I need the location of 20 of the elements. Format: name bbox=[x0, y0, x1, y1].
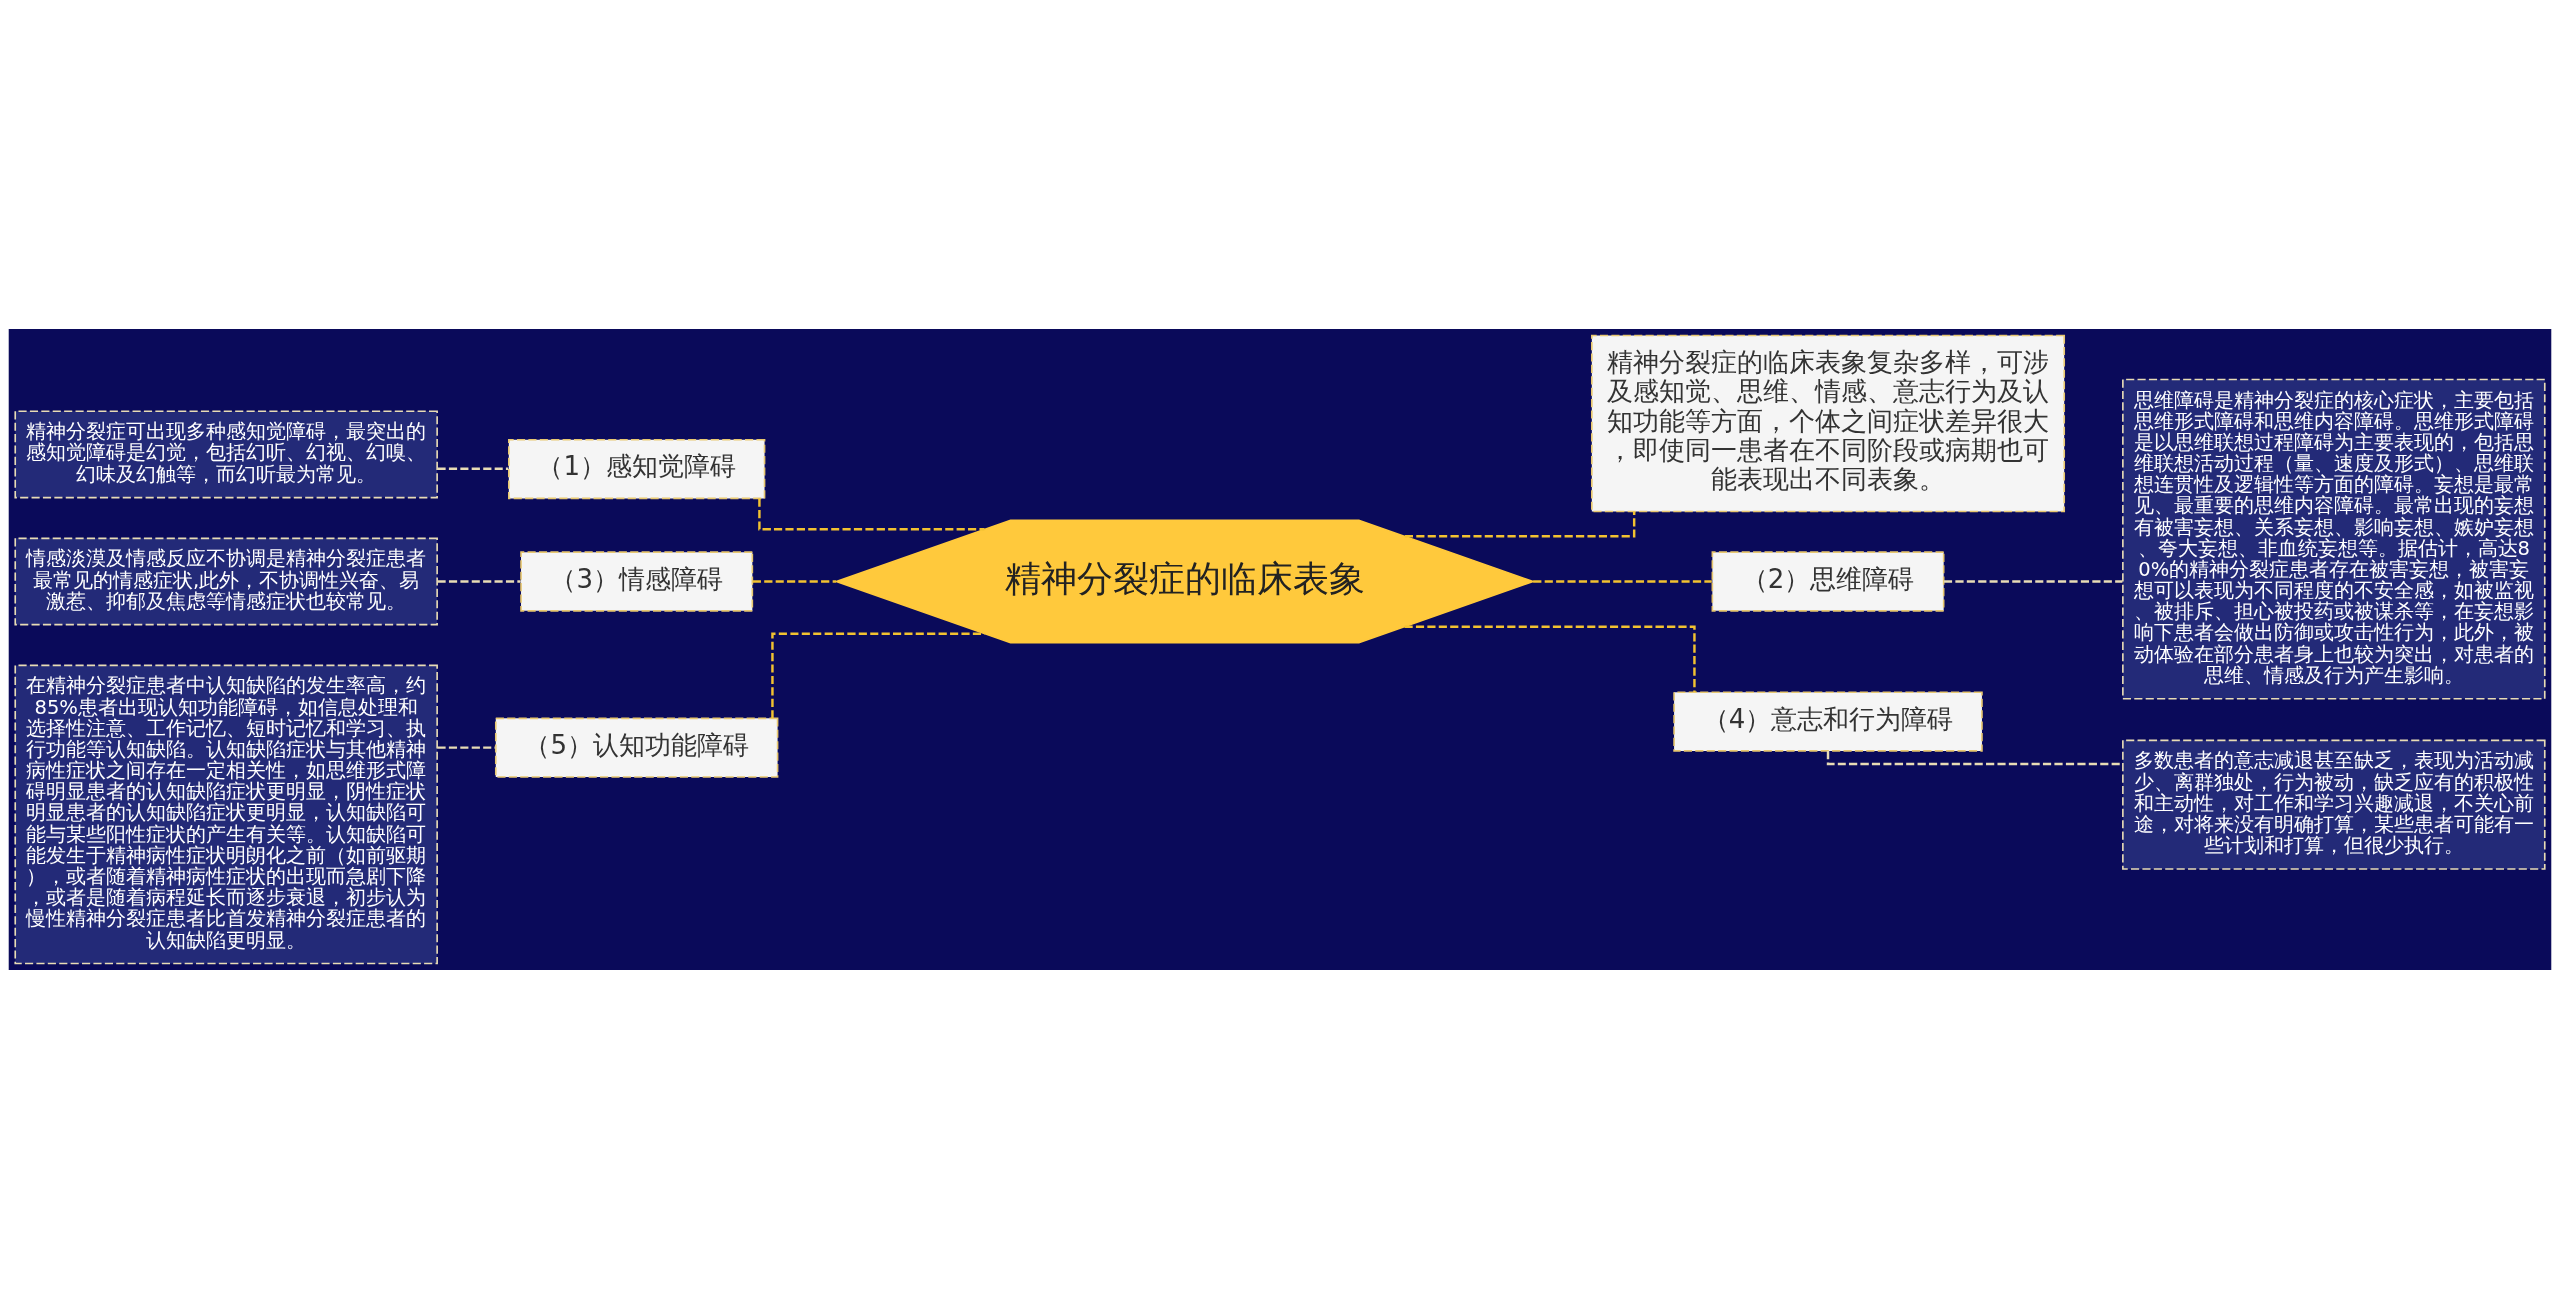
connector bbox=[752, 580, 836, 583]
connector bbox=[1404, 625, 1696, 693]
connector bbox=[437, 580, 521, 583]
node-box: （3）情感障碍 bbox=[520, 551, 754, 612]
node-box: 精神分裂症可出现多种感知觉障碍，最突出的感知觉障碍是幻觉，包括幻听、幻视、幻嗅、幻味及幻触等，而幻听最为常见。 bbox=[14, 410, 438, 499]
node-box: （4）意志和行为障碍 bbox=[1673, 691, 1983, 752]
connector bbox=[437, 746, 496, 749]
connector bbox=[437, 467, 509, 470]
node-box: 思维障碍是精神分裂症的核心症状，主要包括思维形式障碍和思维内容障碍。思维形式障碍是以思维联想过程障碍为主要表现的，包括思维联想活动过程（量、速度及形式）、思维联想连贯性及逻辑性等方面的障碍。妄想是最常见、最重要的思维内容障碍。最常出现的妄想有被害妄想、关系妄想、影响妄想、嫉妒妄想、夸大妄想、非血统妄想等。据估计，高达80%的精神分裂症患者存在被害妄想，被害妄想可以表现为不同程度的不安全感，如被监视、被排斥、担心被投药或被谋杀等，在妄想影响下患者会做出防御或攻击性行为，此外，被动体验在部分患者身上也较为突出，对患者的思维、情感及行为产生影响。 bbox=[2122, 378, 2546, 700]
connector bbox=[771, 632, 985, 719]
node-box: （1）感知觉障碍 bbox=[508, 438, 766, 500]
connector bbox=[1826, 751, 2123, 766]
connector bbox=[1944, 580, 2123, 583]
node-box: 多数患者的意志减退甚至缺乏，表现为活动减少、离群独处，行为被动，缺乏应有的积极性和主动性，对工作和学习兴趣减退，不关心前途，对将来没有明确打算，某些患者可能有一些计划和打算，但很少执行。 bbox=[2122, 739, 2546, 870]
connector bbox=[1533, 580, 1712, 583]
node-box: 情感淡漠及情感反应不协调是精神分裂症患者最常见的情感症状,此外，不协调性兴奋、易激惹、抑郁及焦虑等情感症状也较常见。 bbox=[14, 537, 438, 626]
node-box: 在精神分裂症患者中认知缺陷的发生率高，约85%患者出现认知功能障碍，如信息处理和选择性注意、工作记忆、短时记忆和学习、执行功能等认知缺陷。认知缺陷症状与其他精神病性症状之间存在一定相关性，如思维形式障碍明显患者的认知缺陷症状更明显，阴性症状明显患者的认知缺陷症状更明显，认知缺陷可能与某些阳性症状的产生有关等。认知缺陷可能发生于精神病性症状明朗化之前（如前驱期），或者随着精神病性症状的出现而急剧下降，或者是随着病程延长而逐步衰退，初步认为慢性精神分裂症患者比首发精神分裂症患者的认知缺陷更明显。 bbox=[14, 664, 438, 965]
node-box: 精神分裂症的临床表象复杂多样，可涉及感知觉、思维、情感、意志行为及认知功能等方面，个体之间症状差异很大，即使同一患者在不同阶段或病期也可能表现出不同表象。 bbox=[1591, 334, 2066, 513]
node-box: （5）认知功能障碍 bbox=[494, 717, 779, 778]
node-box: （2）思维障碍 bbox=[1711, 551, 1945, 612]
